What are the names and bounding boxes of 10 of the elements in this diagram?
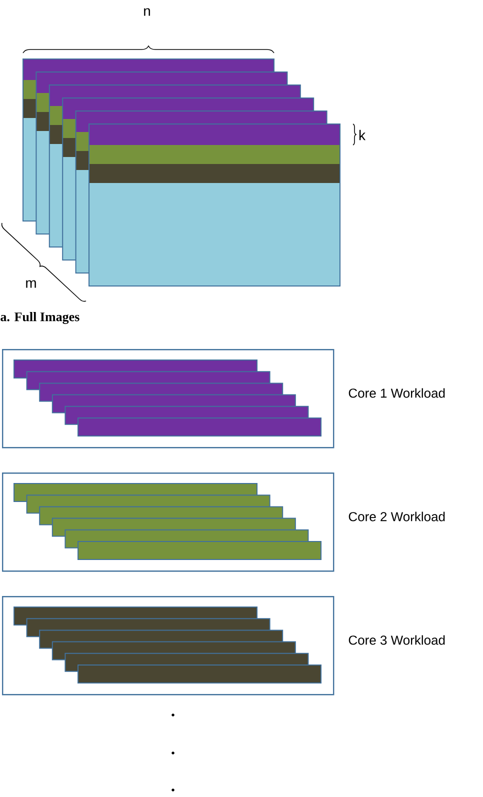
brace-label: m	[26, 280, 36, 288]
brace-label: k	[359, 130, 366, 140]
caption: a. Full Images	[0, 312, 80, 324]
workload-label: Core 3 Workload	[348, 635, 445, 645]
brace-label: n	[144, 8, 150, 16]
workload-box	[2, 596, 334, 696]
workload-label: Core 1 Workload	[348, 388, 445, 398]
workload-label: Core 2 Workload	[348, 512, 445, 522]
workload-box	[2, 349, 334, 448]
workload-box	[2, 472, 334, 572]
